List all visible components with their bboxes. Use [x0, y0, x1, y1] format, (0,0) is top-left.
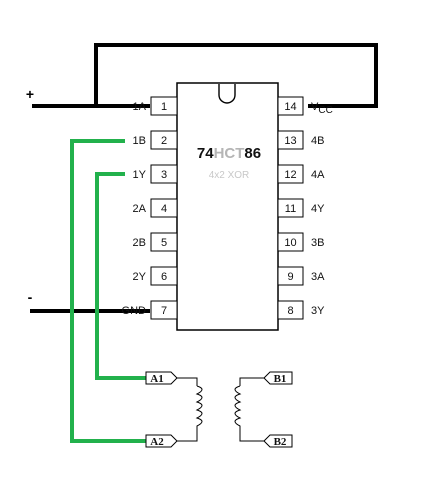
pin-3: 3 1Y	[133, 164, 178, 184]
pin-11-box	[277, 198, 304, 218]
pin-4-label: 2A	[133, 203, 147, 215]
part-suffix: 86	[244, 145, 261, 162]
pin-7: 7 GND	[122, 300, 178, 320]
plus-sign: +	[26, 86, 34, 102]
part-family: HCT	[214, 145, 245, 162]
power-wires	[30, 43, 378, 313]
coil-a2-label: A2	[150, 436, 164, 448]
pin-2-number: 2	[161, 135, 167, 147]
coil-b1-tag	[263, 371, 293, 385]
pin-10-box	[277, 232, 304, 252]
pin-1-number: 1	[161, 101, 167, 113]
pin-9-box	[277, 266, 304, 286]
coil-a-winding	[177, 377, 203, 442]
pin-13-number: 13	[284, 135, 296, 147]
pin-14-label: VCC	[311, 101, 333, 116]
pin-11-label: 4Y	[311, 203, 325, 215]
pin-11-number: 11	[285, 203, 296, 215]
pin-5-label: 2B	[133, 237, 146, 249]
coil-b2-label: B2	[274, 436, 287, 448]
pin-8-label: 3Y	[311, 305, 325, 317]
chip-subtitle: 4x2 XOR	[209, 170, 250, 181]
pin-8: 8 3Y	[277, 300, 325, 320]
pin-12: 12 4A	[277, 164, 325, 184]
coil-a2-tag	[145, 434, 178, 448]
pin-14-number: 14	[284, 101, 296, 113]
xor-chip: 74HCT86 4x2 XOR	[176, 82, 279, 331]
pin-13-box	[277, 130, 304, 150]
coil-b-winding	[234, 377, 264, 442]
pin-10-label: 3B	[311, 237, 324, 249]
pin-11: 11 4Y	[277, 198, 325, 218]
pin-7-label: GND	[122, 305, 147, 317]
pin-6-number: 6	[161, 271, 167, 283]
pin-3-label: 1Y	[133, 169, 147, 181]
chip-body	[176, 82, 279, 331]
pin-6: 6 2Y	[133, 266, 178, 286]
pin-1-label: 1A	[133, 101, 147, 113]
pin-12-number: 12	[284, 169, 296, 181]
pin-9-number: 9	[287, 271, 293, 283]
left-pins: 1 1A 2 1B 3 1Y 4 2A 5 2B 6 2Y 7 GND	[122, 96, 178, 320]
pin-1: 1 1A	[133, 96, 178, 116]
pin-12-box	[277, 164, 304, 184]
pin-8-box	[277, 300, 304, 320]
pin-4-number: 4	[161, 203, 167, 215]
pin-7-box	[150, 300, 178, 320]
pin-7-number: 7	[161, 305, 167, 317]
vcc-loop-wire	[32, 43, 378, 108]
pin-6-label: 2Y	[133, 271, 147, 283]
vcc-subscript: CC	[318, 105, 332, 116]
pin-3-box	[150, 164, 178, 184]
chip-part-number: 74HCT86	[197, 145, 261, 162]
pin-10: 10 3B	[277, 232, 324, 252]
pin-4: 4 2A	[133, 198, 178, 218]
pin-13: 13 4B	[277, 130, 324, 150]
chip-notch	[218, 84, 236, 104]
pin-14: 14 VCC	[277, 96, 333, 116]
pin-4-box	[150, 198, 178, 218]
part-prefix: 74	[197, 145, 214, 162]
pin-10-number: 10	[284, 237, 296, 249]
pin2-to-a2-wire	[70, 139, 146, 443]
pin-6-box	[150, 266, 178, 286]
coil-a: A1 A2	[145, 371, 203, 448]
coil-b1-label: B1	[274, 373, 287, 385]
pin-9-label: 3A	[311, 271, 325, 283]
pin-1-box	[150, 96, 178, 116]
pin-3-number: 3	[161, 169, 167, 181]
pin-2-box	[150, 130, 178, 150]
pin-5-number: 5	[161, 237, 167, 249]
pin-8-number: 8	[287, 305, 293, 317]
pin-2: 2 1B	[133, 130, 178, 150]
pin-5-box	[150, 232, 178, 252]
minus-sign: -	[28, 289, 33, 305]
signal-wires	[70, 139, 146, 443]
pin-5: 5 2B	[133, 232, 178, 252]
pin3-to-a1-wire	[95, 172, 146, 380]
coil-a1-tag	[145, 371, 178, 385]
coil-a1-label: A1	[150, 373, 163, 385]
pin-14-box	[277, 96, 304, 116]
coil-b2-tag	[263, 434, 293, 448]
pin-13-label: 4B	[311, 135, 324, 147]
pin-2-label: 1B	[133, 135, 146, 147]
right-pins: 14 VCC 13 4B 12 4A 11 4Y 10 3B 9 3A 8 3Y	[277, 96, 333, 320]
pin-12-label: 4A	[311, 169, 325, 181]
coil-b: B1 B2	[234, 371, 293, 448]
pin-9: 9 3A	[277, 266, 325, 286]
vcc-v: V	[311, 101, 319, 113]
